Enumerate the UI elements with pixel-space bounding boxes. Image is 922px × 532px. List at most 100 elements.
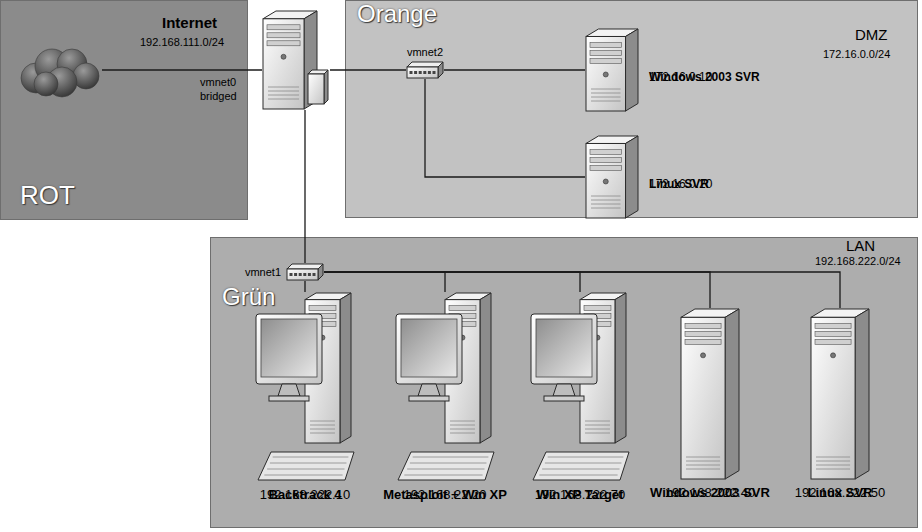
zone-ground	[346, 1, 918, 218]
server-box: Windows 2003 SVR172.16.0.10	[585, 28, 649, 112]
icon-face	[340, 293, 351, 443]
key-row	[410, 463, 487, 464]
drive-bay	[590, 165, 622, 170]
network-cable	[324, 272, 445, 292]
zone-ground	[1, 1, 248, 220]
vent-line	[591, 89, 621, 90]
vent-line	[591, 101, 621, 102]
icon-face	[324, 70, 328, 104]
key-row	[545, 463, 622, 464]
vent-line	[686, 461, 720, 462]
port	[410, 71, 413, 74]
vent-line	[450, 421, 475, 422]
vent-line	[585, 433, 610, 434]
icon-face	[398, 452, 494, 480]
monitor-screen	[401, 319, 457, 377]
drive-bay	[815, 339, 851, 344]
key-row	[404, 475, 482, 476]
cloud-icon	[12, 42, 102, 98]
key-row	[407, 469, 484, 470]
icon-face	[626, 136, 638, 218]
vent-line	[310, 425, 335, 426]
drive-bay	[267, 25, 300, 30]
vent-line	[450, 429, 475, 430]
zone-name: Internet	[162, 14, 217, 31]
icon-face	[438, 62, 443, 78]
network-cable	[425, 79, 585, 177]
vent-line	[816, 457, 850, 458]
drive-bay	[685, 323, 721, 328]
zone-label: ROT	[20, 180, 75, 210]
vent-line	[816, 461, 850, 462]
monitor-frame	[531, 314, 597, 384]
vent-line	[591, 196, 621, 197]
ip-address: 192.168.222.50	[795, 485, 885, 501]
zone-name: Orange	[357, 0, 437, 28]
power-button	[603, 179, 608, 184]
monitor-screen	[261, 319, 317, 377]
port	[313, 273, 316, 276]
vent-line	[591, 204, 621, 205]
monitor-base	[409, 396, 449, 401]
switch-icon	[286, 263, 324, 281]
workstation-icon	[395, 292, 495, 482]
port	[419, 71, 422, 74]
icon-face	[586, 143, 626, 218]
vent-line	[585, 421, 610, 422]
icon-face	[407, 62, 443, 67]
vent-line	[585, 429, 610, 430]
port	[414, 71, 417, 74]
server-icon	[585, 135, 639, 219]
network-cable	[444, 69, 585, 70]
server-icon	[810, 308, 870, 480]
drive-bay	[584, 306, 611, 311]
drive-bay	[590, 157, 622, 162]
port	[294, 273, 297, 276]
ip-address: 192.168.22.20	[403, 487, 486, 503]
network-cable	[304, 281, 305, 292]
vent-line	[450, 425, 475, 426]
firewall-server	[262, 10, 330, 110]
power-button	[281, 54, 286, 59]
interface-label: vmnet2	[407, 46, 443, 58]
vent-line	[591, 97, 621, 98]
monitor-frame	[396, 314, 462, 384]
vent-line	[310, 429, 335, 430]
key-row	[548, 457, 624, 458]
network-cable	[324, 272, 580, 292]
icon-face	[318, 264, 323, 280]
vent-line	[450, 433, 475, 434]
server-box: Linux SVR192.168.222.50	[810, 308, 870, 485]
network-card	[308, 74, 324, 104]
zone-name: Grün	[222, 283, 275, 311]
drive-bay	[267, 33, 300, 38]
drive-bay	[590, 149, 622, 154]
network-cable	[304, 110, 305, 263]
drive-bay	[590, 42, 622, 47]
network-cable	[324, 272, 710, 308]
key-row	[270, 463, 347, 464]
network-switch: vmnet1	[286, 263, 324, 281]
port	[308, 273, 311, 276]
icon-face	[287, 264, 323, 269]
zone-panel: GrünLAN192.168.222.0/24vmnet1Backtrack 4…	[210, 237, 918, 528]
icon-face	[725, 309, 739, 479]
cloud-puff	[34, 72, 58, 96]
vent-line	[816, 465, 850, 466]
interface-label: bridged	[200, 90, 237, 103]
firewall-icon	[262, 10, 330, 110]
vent-line	[268, 95, 299, 96]
vent-line	[268, 91, 299, 92]
power-button	[701, 353, 706, 358]
ip-address: 192.168.222.10	[260, 487, 350, 503]
server-box: Windows 2003 SVR192.168.222.40	[680, 308, 740, 485]
icon-face	[278, 384, 300, 396]
vent-line	[686, 457, 720, 458]
port	[423, 71, 426, 74]
monitor-screen	[536, 319, 592, 377]
ip-address: 192.168.222.70	[535, 487, 625, 503]
vent-line	[816, 469, 850, 470]
switch-front	[287, 269, 318, 280]
ip-address: 172.16.0.10	[649, 70, 712, 85]
key-row	[542, 469, 619, 470]
